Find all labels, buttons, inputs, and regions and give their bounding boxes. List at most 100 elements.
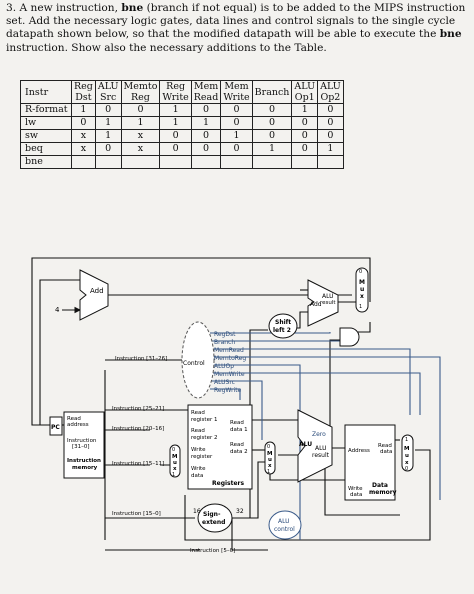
svg-text:control: control [274,526,295,533]
svg-text:memory: memory [72,465,98,471]
svg-text:register: register [191,454,213,460]
svg-text:Read: Read [230,442,244,448]
svg-text:Instruction [15–0]: Instruction [15–0] [112,511,161,517]
svg-text:Registers: Registers [212,480,245,487]
control-unit: Control [181,321,215,399]
regdst-mux: 0 M u x 1 [169,444,181,478]
svg-text:0: 0 [267,444,270,450]
bits-16-label: 16 [193,508,201,515]
table-row: bne [20,155,344,169]
svg-text:ALUOp: ALUOp [214,363,234,370]
alu-control: ALU control [268,510,302,540]
svg-text:Instruction: Instruction [67,458,101,464]
problem-text-1: A new instruction, [19,2,118,14]
svg-text:ALU: ALU [315,445,327,452]
svg-text:M: M [404,446,409,452]
svg-text:1: 1 [405,437,408,443]
svg-text:ALU: ALU [322,293,334,300]
problem-number: 3. [6,2,17,14]
svg-text:u: u [405,453,409,459]
control-signals: RegDst Branch MemRead MemtoReg ALUOp Mem… [214,331,246,394]
svg-text:MemtoReg: MemtoReg [214,355,246,362]
svg-text:u: u [268,457,272,463]
bits-32-label: 32 [236,508,244,515]
shift-left-2: Shift left 2 [268,313,298,339]
svg-text:data: data [191,473,203,479]
problem-text-3: instruction. Show also the necessary add… [6,41,327,54]
svg-text:1: 1 [172,472,175,478]
svg-text:MemRead: MemRead [214,347,244,354]
alusrc-mux: 0 M u x 1 [264,441,276,475]
problem-keyword-2: bne [439,28,462,41]
svg-text:1: 1 [359,304,362,310]
svg-text:[31–0]: [31–0] [72,444,90,450]
branch-adder: Add ALU result [307,279,339,327]
svg-text:Read: Read [230,420,244,426]
problem-statement: 3. A new instruction, bne (branch if not… [6,2,468,55]
svg-text:x: x [360,293,364,300]
problem-keyword: bne [121,2,144,14]
svg-text:x: x [268,463,272,469]
svg-text:u: u [360,286,364,293]
svg-text:extend: extend [202,519,225,526]
svg-text:Address: Address [348,448,370,454]
svg-text:RegWrite: RegWrite [214,387,242,394]
svg-text:M: M [267,451,272,457]
svg-text:ALU: ALU [278,518,290,525]
svg-text:Instruction: Instruction [67,438,97,444]
svg-text:register 1: register 1 [191,417,217,423]
pc-register: PC [49,416,63,436]
branch-mux: 0 M u x 1 [355,267,369,313]
svg-text:data: data [350,492,362,498]
svg-text:ALU: ALU [299,441,312,448]
svg-text:memory: memory [369,489,397,496]
main-alu: Zero ALU ALU result [297,409,333,483]
svg-text:Read: Read [67,416,81,422]
svg-text:Add: Add [90,287,104,295]
svg-text:Shift: Shift [275,319,291,326]
svg-text:Instruction [15–11]: Instruction [15–11] [112,461,164,467]
svg-text:Read: Read [191,428,205,434]
register-file: Read register 1 Read register 2 Write re… [187,404,253,490]
constant-four: 4 [55,306,60,314]
svg-text:result: result [320,300,336,306]
svg-text:register 2: register 2 [191,435,217,441]
svg-text:Branch: Branch [214,339,235,346]
svg-text:M: M [359,279,365,286]
svg-text:left 2: left 2 [273,327,291,334]
svg-text:Instruction [5–0]: Instruction [5–0] [190,548,235,554]
svg-text:Read: Read [378,443,392,449]
svg-text:1: 1 [267,469,270,475]
svg-text:u: u [173,460,177,466]
svg-text:PC: PC [51,424,60,431]
data-memory: Address Read data Write data Data memory [344,424,397,501]
svg-text:Control: Control [183,360,205,367]
svg-text:data 1: data 1 [230,427,248,433]
problem-text-2: (branch if not equal) is to be added to … [6,2,466,41]
svg-text:Instruction [20–16]: Instruction [20–16] [112,426,164,432]
svg-text:Sign-: Sign- [203,511,221,518]
instruction-fields: Instruction [31–26] Instruction [25–21] … [112,356,235,554]
svg-text:Read: Read [191,410,205,416]
svg-text:result: result [312,452,330,459]
svg-text:Write: Write [348,486,363,492]
svg-text:ALUSrc: ALUSrc [214,379,235,386]
instruction-memory: Read address Instruction [31–0] Instruct… [63,411,105,479]
svg-text:Write: Write [191,466,206,472]
svg-text:Instruction [31–26]: Instruction [31–26] [115,356,167,362]
svg-text:x: x [173,466,177,472]
svg-text:Instruction [25–21]: Instruction [25–21] [112,406,164,412]
svg-text:0: 0 [172,447,175,453]
